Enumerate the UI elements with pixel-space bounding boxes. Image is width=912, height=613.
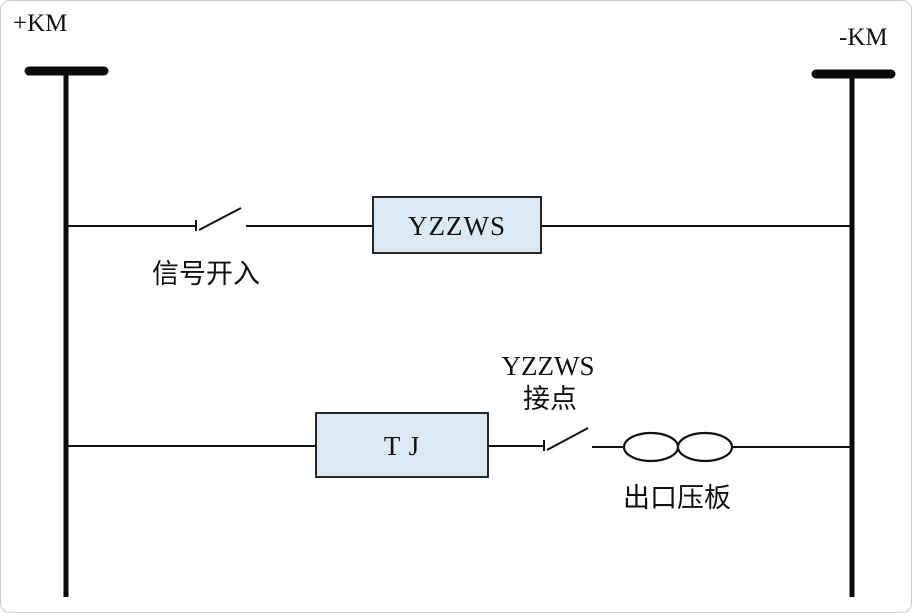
yzzws-box-label: YZZWS [408,211,506,241]
outlet-link-left-circle [622,431,680,463]
right-bus: -KM [811,24,896,597]
yzzws-box [372,196,542,254]
tj-box [315,412,489,478]
outlet-link-right-circle [676,431,734,463]
contact-switch-blade [546,427,589,451]
signal-switch-blade [198,207,242,231]
contact-label-line2: 接点 [523,384,577,414]
tj-box-label: T J [384,431,420,461]
contact-label-line1: YZZWS [502,351,595,381]
branch2: T J YZZWS 接点 出口压板 [66,351,852,513]
outlet-link-label: 出口压板 [623,483,731,513]
left-bus: +KM [13,10,109,597]
branch1: YZZWS 信号开入 [66,196,852,289]
signal-input-label: 信号开入 [152,259,260,289]
bus-left-label: +KM [13,10,67,37]
bus-right-label: -KM [839,24,888,51]
